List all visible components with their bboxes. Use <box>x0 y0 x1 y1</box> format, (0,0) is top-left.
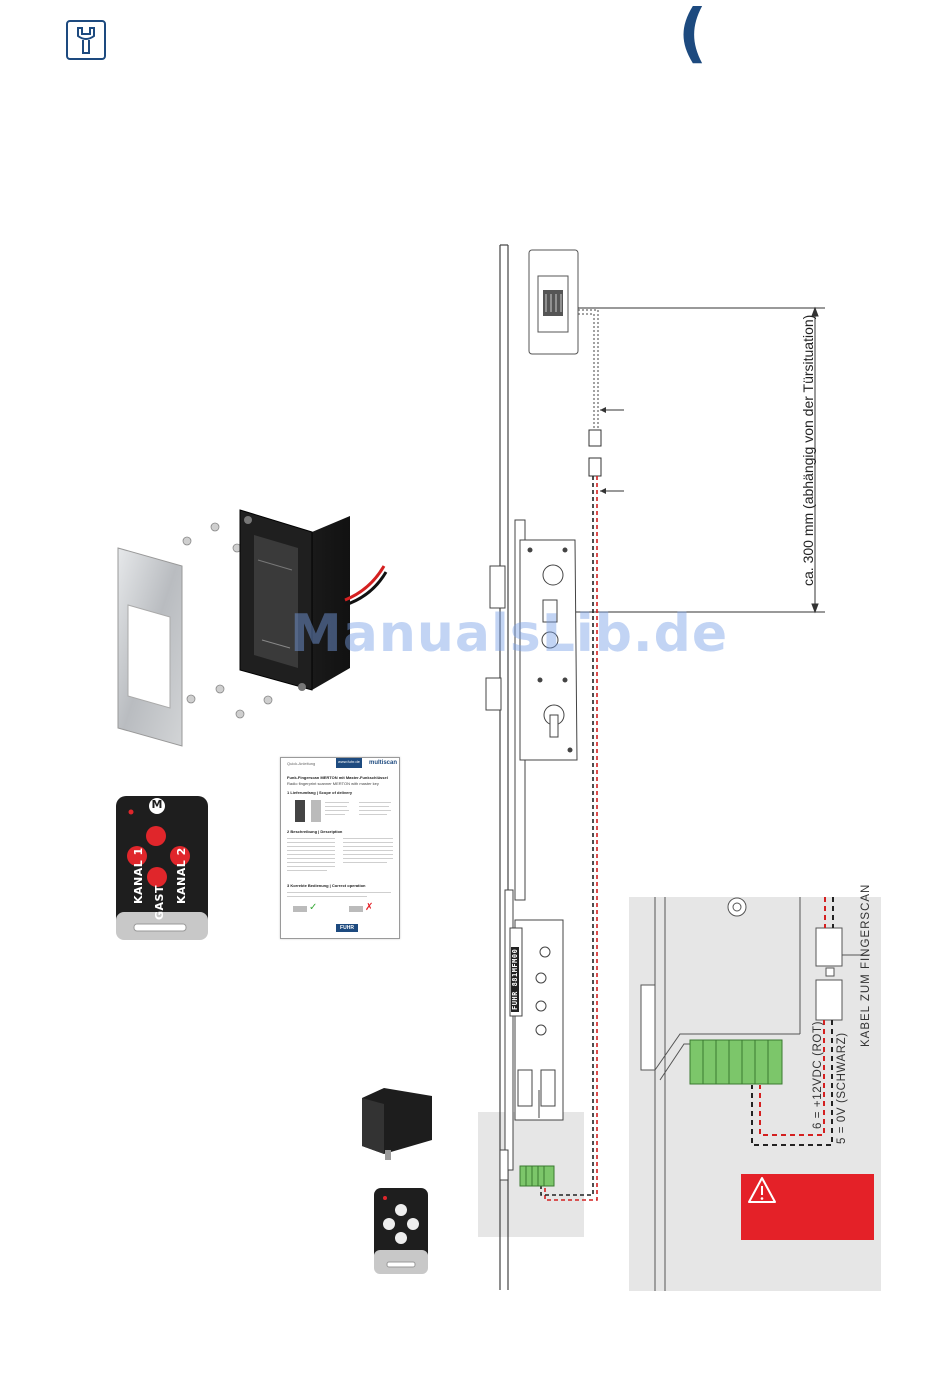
doc-header-left: Quick-Anleitung <box>287 761 316 766</box>
bracket-glyph: ( <box>678 0 708 71</box>
receiver-module <box>362 1088 432 1160</box>
wrench-icon <box>66 20 106 60</box>
fingerscan-module <box>528 249 579 355</box>
lock-marking: FUHR 881MFM00 <box>511 946 519 1012</box>
pin-6-label: 6 = +12VDC (ROT) <box>812 1020 824 1129</box>
doc-header-bar <box>336 758 362 768</box>
doc-title: Funk-Fingerscan MERTON mit Master-Funksc… <box>287 775 388 780</box>
doc-image-scanner <box>295 800 305 822</box>
doc-brand: multiscan <box>369 760 398 766</box>
doc-fuhr-badge: FUHR <box>336 924 358 932</box>
pin-5-label: 5 = 0V (SCHWARZ) <box>836 1032 848 1144</box>
scanner-cable <box>578 309 624 494</box>
terminal-block-small <box>499 1149 555 1187</box>
remote-label-gast: GAST <box>153 885 166 920</box>
doc-image-finger-wrong <box>349 906 363 912</box>
dimension-label: ca. 300 mm (abhängig von der Türsituatio… <box>800 314 816 586</box>
quick-guide-thumbnail: Quick-Anleitung www.fuhr.de multiscan Fu… <box>280 757 400 939</box>
doc-section-1: 1 Lieferumfang | Scope of delivery <box>287 790 353 795</box>
terminal-block-large <box>689 1039 783 1085</box>
doc-check-icon: ✓ <box>309 902 318 913</box>
detail-drawing <box>640 897 870 1291</box>
watermark: ManualsLib.de <box>290 604 729 664</box>
remote-logo: M <box>151 798 163 811</box>
dimension-lines <box>558 306 825 614</box>
cover-plate <box>117 547 183 747</box>
remote-label-kanal-2: KANAL 2 <box>175 847 188 904</box>
power-cable <box>540 476 598 1201</box>
scanner-housing <box>239 509 388 691</box>
warning-triangle-icon <box>748 1177 776 1203</box>
doc-section-2: 2 Beschreibung | Description <box>287 829 343 834</box>
remote-large <box>116 796 208 940</box>
remote-label-kanal-1: KANAL 1 <box>132 847 145 904</box>
doc-section-3: 3 Korrekte Bedienung | Correct operation <box>287 883 366 888</box>
detail-cables <box>751 897 834 1146</box>
doc-image-finger-ok <box>293 906 307 912</box>
doc-header-url: www.fuhr.de <box>338 759 360 764</box>
warning-box <box>741 1174 874 1240</box>
screws <box>182 522 273 719</box>
lock-mechanism <box>485 519 578 901</box>
doc-cross-icon: ✗ <box>365 902 374 913</box>
cable-label: KABEL ZUM FINGERSCAN <box>860 883 872 1047</box>
remote-small <box>374 1188 428 1274</box>
doc-image-plate <box>311 800 321 822</box>
doc-subtitle: Radio fingerprint scanner MERTON with ma… <box>287 781 379 786</box>
